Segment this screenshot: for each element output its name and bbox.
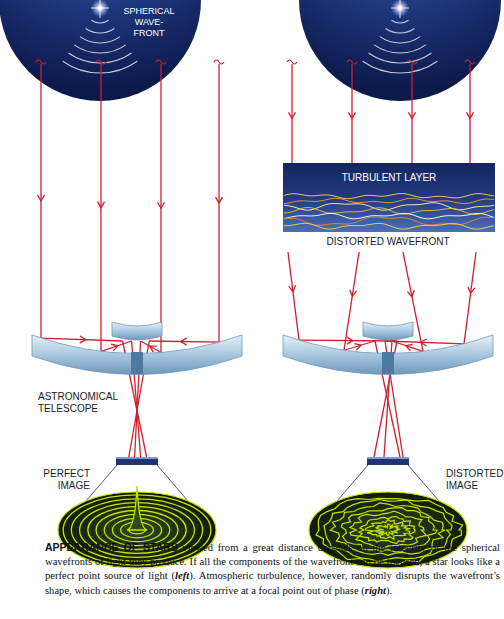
secondary-mirror <box>112 322 162 340</box>
distorted-ring <box>375 524 400 536</box>
primary-mirror <box>32 335 242 375</box>
wavefront-arc <box>63 61 138 73</box>
ray-arrowhead <box>38 195 45 201</box>
wavefront-arc <box>91 20 108 23</box>
ray-arrowhead <box>80 336 86 343</box>
detector <box>116 457 158 465</box>
star-sky <box>299 0 501 101</box>
ray-arrowhead <box>467 112 474 118</box>
ray-arrowhead <box>289 112 296 118</box>
star-sparkle <box>91 0 109 18</box>
ray-arrowhead <box>406 344 413 351</box>
light-ray <box>351 64 352 163</box>
ray-arrowhead <box>158 202 165 208</box>
wave-symbol <box>465 60 475 64</box>
ray-arrowhead <box>150 346 157 352</box>
wavefront-arc <box>374 45 426 53</box>
light-ray <box>291 64 292 163</box>
telescope-label: ASTRONOMICAL TELESCOPE <box>38 391 128 415</box>
ray-arrowhead <box>350 290 357 296</box>
light-ray <box>141 341 161 353</box>
turbulence-line <box>284 217 494 225</box>
light-ray <box>469 64 470 163</box>
mirror-hole <box>382 352 394 374</box>
wave-symbol <box>407 60 417 64</box>
wavefront-arc <box>80 37 120 43</box>
detector-top <box>367 457 409 459</box>
wavefront-arc <box>363 61 438 73</box>
detector-top <box>116 457 158 459</box>
caption-lead: APPEARANCE OF STARS <box>45 541 178 553</box>
turbulent-band: TURBULENT LAYER <box>283 163 495 232</box>
star-glow <box>391 0 409 17</box>
wave-symbol <box>96 60 106 64</box>
light-ray <box>149 341 219 342</box>
wave-symbol <box>214 60 224 64</box>
ray-arrowhead <box>421 339 427 346</box>
wave-symbol <box>156 60 166 64</box>
turbulence-line <box>284 208 494 215</box>
light-ray <box>288 252 299 340</box>
wavefront-arc <box>86 28 115 33</box>
wavefront-arc <box>368 53 431 63</box>
light-ray <box>41 338 123 341</box>
distorted-ring <box>366 520 410 540</box>
wavefront-label: DISTORTED WAVEFRONT <box>310 236 466 248</box>
turbulence-line <box>284 194 494 199</box>
secondary-mirror <box>363 322 413 340</box>
band-label: TURBULENT LAYER <box>283 163 495 184</box>
distorted-ring <box>359 517 415 544</box>
caption-emphasis: right <box>365 585 386 596</box>
figure-caption: APPEARANCE OF STARS viewed from a great … <box>45 540 500 598</box>
ray-arrowhead <box>216 197 223 203</box>
light-ray <box>411 64 412 163</box>
wavefront-arc <box>386 28 415 33</box>
wavefront-arc <box>380 37 420 43</box>
wavefront-arc <box>74 45 126 53</box>
star-sparkle <box>391 0 409 18</box>
ray-arrowhead <box>289 285 296 291</box>
ray-arrowhead <box>349 112 356 118</box>
ray-arrowhead <box>347 337 353 344</box>
star-glow <box>91 0 109 17</box>
ray-arrowhead <box>111 344 118 351</box>
light-ray <box>385 341 464 344</box>
light-ray <box>101 341 132 351</box>
wave-symbol <box>36 60 46 64</box>
turbulence-line <box>284 223 494 229</box>
wave-symbol <box>287 60 297 64</box>
light-ray <box>464 252 476 344</box>
image-label: PERFECT IMAGE <box>33 468 90 492</box>
primary-mirror <box>283 335 493 375</box>
intensity-peak <box>127 486 147 530</box>
ray-arrowhead <box>181 338 187 345</box>
distorted-ring <box>316 498 463 564</box>
detector <box>367 457 409 465</box>
ray-arrowhead <box>407 290 414 297</box>
wavefront-arc <box>391 20 408 23</box>
light-ray <box>344 341 375 350</box>
wavefront-label: SPHERICAL WAVE-FRONT <box>122 6 176 39</box>
ray-arrowhead <box>468 287 475 293</box>
caption-emphasis: left <box>175 570 189 581</box>
wave-symbol <box>347 60 357 64</box>
image-label: DISTORTED IMAGE <box>446 468 502 492</box>
turbulence-line <box>284 198 494 203</box>
turbulent-layer <box>283 163 495 232</box>
ray-arrowhead <box>98 202 105 208</box>
ray-arrowhead <box>409 112 416 118</box>
light-ray <box>344 252 359 350</box>
ray-arrowhead <box>354 344 361 351</box>
mirror-hole <box>131 352 143 374</box>
